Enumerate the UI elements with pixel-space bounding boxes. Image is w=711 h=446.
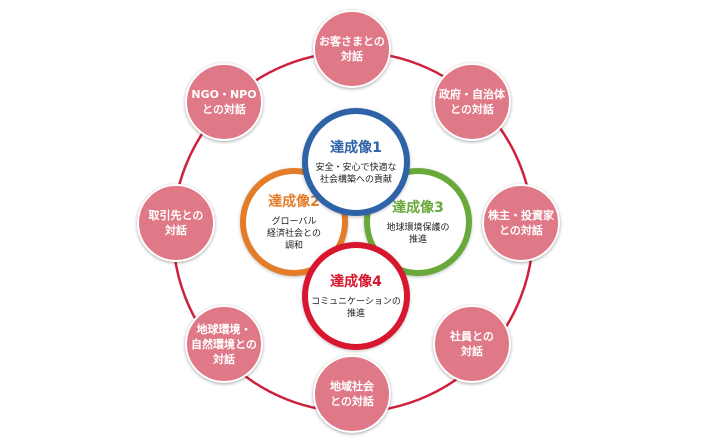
stakeholder-community: 地域社会 との対話: [313, 355, 391, 433]
goal-4-description: コミュニケーションの 推進: [311, 296, 401, 319]
stakeholder-environment: 地球環境・ 自然環境との 対話: [185, 305, 263, 383]
stakeholder-label: お客さまとの 対話: [319, 35, 385, 63]
stakeholder-ngo-npo: NGO・NPO との対話: [185, 63, 263, 141]
stakeholder-government: 政府・自治体 との対話: [433, 63, 511, 141]
goal-3-title: 達成像3: [392, 199, 444, 216]
stakeholder-label: 取引先との 対話: [148, 209, 204, 237]
goal-4-title: 達成像4: [330, 273, 382, 290]
stakeholder-employees: 社員との 対話: [433, 305, 511, 383]
stakeholder-label: NGO・NPO との対話: [191, 88, 257, 116]
stakeholder-label: 政府・自治体 との対話: [439, 88, 505, 116]
stakeholder-label: 地球環境・ 自然環境との 対話: [191, 322, 257, 366]
goal-4-circle: 達成像4 コミュニケーションの 推進: [302, 242, 410, 350]
stakeholder-label: 株主・投資家 との対話: [488, 209, 554, 237]
goal-2-title: 達成像2: [268, 193, 320, 210]
stakeholder-label: 社員との 対話: [450, 330, 494, 358]
stakeholder-suppliers: 取引先との 対話: [137, 184, 215, 262]
goal-2-description: グローバル 経済社会との 調和: [267, 216, 321, 251]
stakeholder-shareholders: 株主・投資家 との対話: [482, 184, 560, 262]
goal-1-description: 安全・安心で快適な 社会構築への貢献: [315, 162, 397, 185]
goal-3-description: 地球環境保護の 推進: [386, 222, 450, 245]
stakeholder-customers: お客さまとの 対話: [313, 10, 391, 88]
goal-1-circle: 達成像1 安全・安心で快適な 社会構築への貢献: [302, 108, 410, 216]
stakeholder-label: 地域社会 との対話: [330, 380, 374, 408]
goal-1-title: 達成像1: [330, 139, 382, 156]
